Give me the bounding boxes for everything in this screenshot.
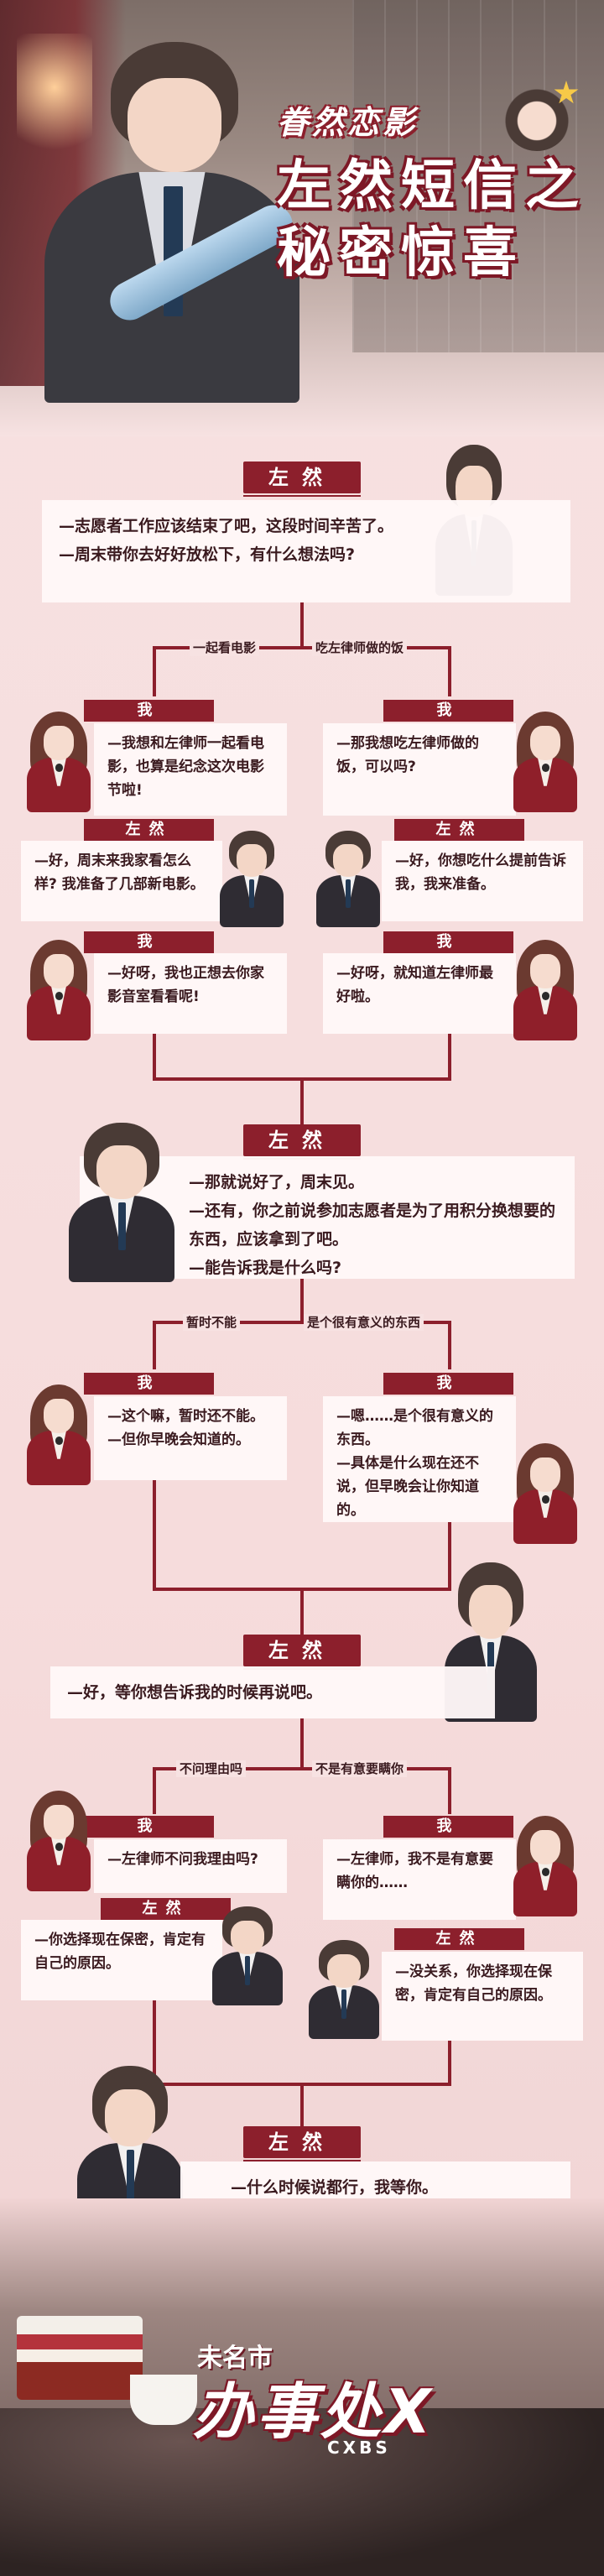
speaker-label-zuoran: 左然 xyxy=(243,1124,361,1160)
speaker-label-zuoran: 左然 xyxy=(243,461,361,497)
message-box: —你选择现在保密，肯定有自己的原因。 xyxy=(21,1920,222,2000)
connector-line xyxy=(448,646,451,696)
speaker-label-me: 我 xyxy=(84,931,214,953)
coffee-cup-illustration xyxy=(130,2375,197,2425)
connector-line xyxy=(153,2000,156,2084)
title-block: 眷然恋影 左然短信之 秘密惊喜 xyxy=(277,96,596,287)
message-box: —好，你想吃什么提前告诉我，我来准备。 xyxy=(382,841,583,921)
choice-option[interactable]: 吃左律师做的饭 xyxy=(312,639,408,656)
speaker-label-zuoran: 左然 xyxy=(394,1928,524,1950)
connector-line xyxy=(300,2083,304,2126)
title-line-3: 秘密惊喜 xyxy=(277,222,525,284)
choice-option[interactable]: 是个很有意义的东西 xyxy=(304,1314,424,1331)
connector-line xyxy=(153,1321,156,1369)
connector-line xyxy=(153,646,451,649)
connector-line xyxy=(300,1588,304,1636)
me-portrait xyxy=(21,1384,96,1485)
cake-slice-illustration xyxy=(17,2316,143,2400)
me-portrait xyxy=(508,940,583,1040)
choice-option[interactable]: 不问理由吗 xyxy=(176,1760,247,1777)
speaker-label-zuoran: 左然 xyxy=(101,1898,231,1920)
message-box: —嗯……是个很有意义的东西。 —具体是什么现在还不说，但早晚会让你知道的。 xyxy=(323,1396,516,1522)
message-box: —左律师，我不是有意要瞒你的…… xyxy=(323,1839,516,1920)
connector-line xyxy=(300,1077,304,1124)
me-portrait xyxy=(508,1816,583,1916)
speaker-label-me: 我 xyxy=(383,1373,513,1395)
connector-line xyxy=(153,1767,451,1770)
background-building-right xyxy=(352,0,604,352)
choice-option[interactable]: 一起看电影 xyxy=(190,639,260,656)
choice-option[interactable]: 暂时不能 xyxy=(183,1314,241,1331)
connector-line xyxy=(153,646,156,696)
connector-line xyxy=(448,1034,451,1079)
me-portrait xyxy=(21,712,96,812)
game-logo: 办事处X xyxy=(193,2376,435,2447)
message-box: —我想和左律师一起看电影，也算是纪念这次电影节啦! xyxy=(94,723,287,816)
speaker-label-me: 我 xyxy=(84,700,214,722)
message-box: —好，周末来我家看怎么样? 我准备了几部新电影。 xyxy=(21,841,222,921)
speaker-label-zuoran: 左然 xyxy=(394,819,524,841)
connector-line xyxy=(153,1034,156,1079)
logo-city-text: 未名市 xyxy=(197,2344,273,2373)
choice-option[interactable]: 不是有意要瞒你 xyxy=(312,1760,408,1777)
message-box: —好呀，我也正想去你家影音室看看呢! xyxy=(94,953,287,1034)
title-line-1: 眷然恋影 xyxy=(277,104,419,141)
connector-line xyxy=(448,1321,451,1369)
message-box: —那我想吃左律师做的饭，可以吗? xyxy=(323,723,516,816)
zuoran-portrait xyxy=(302,1940,386,2039)
connector-line xyxy=(153,1767,156,1814)
connector-line xyxy=(300,1718,304,1769)
message-box: —左律师不问我理由吗? xyxy=(94,1839,287,1893)
connector-line xyxy=(448,2041,451,2084)
message-box: —志愿者工作应该结束了吧，这段时间辛苦了。 —周末带你去好好放松下，有什么想法吗… xyxy=(42,500,570,602)
zuoran-portrait xyxy=(214,831,289,927)
connector-line xyxy=(300,602,304,646)
me-portrait xyxy=(21,1791,96,1891)
message-box: —好呀，就知道左律师最好啦。 xyxy=(323,953,516,1034)
chibi-avatar-icon xyxy=(503,84,570,151)
connector-line xyxy=(300,1279,304,1321)
speaker-label-zuoran: 左然 xyxy=(84,819,214,841)
connector-line xyxy=(448,1767,451,1814)
speaker-label-me: 我 xyxy=(383,1816,513,1838)
connector-line xyxy=(153,1321,451,1324)
zuoran-portrait xyxy=(59,1123,185,1282)
me-portrait xyxy=(21,940,96,1040)
connector-line xyxy=(448,1522,451,1589)
title-line-2: 左然短信之 xyxy=(277,155,587,217)
zuoran-portrait xyxy=(310,831,386,927)
message-box: —没关系，你选择现在保密，肯定有自己的原因。 xyxy=(382,1952,583,2041)
message-box: —那就说好了，周末见。 —还有，你之前说参加志愿者是为了用积分换想要的东西，应该… xyxy=(80,1156,575,1279)
speaker-label-zuoran: 左然 xyxy=(243,1635,361,1670)
speaker-label-me: 我 xyxy=(383,931,513,953)
message-box: —好，等你想告诉我的时候再说吧。 xyxy=(50,1666,495,1718)
logo-subtext: CXBS xyxy=(327,2438,391,2458)
zuoran-portrait xyxy=(206,1906,289,2005)
speaker-label-me: 我 xyxy=(84,1816,214,1838)
me-portrait xyxy=(508,712,583,812)
window-glow xyxy=(17,34,92,168)
me-portrait xyxy=(508,1443,583,1544)
cafe-table xyxy=(0,2408,604,2576)
speaker-label-zuoran: 左然 xyxy=(243,2126,361,2161)
speaker-label-me: 我 xyxy=(383,700,513,722)
speaker-label-me: 我 xyxy=(84,1373,214,1395)
connector-line xyxy=(153,1480,156,1589)
message-box: —这个嘛，暂时还不能。 —但你早晚会知道的。 xyxy=(94,1396,287,1480)
